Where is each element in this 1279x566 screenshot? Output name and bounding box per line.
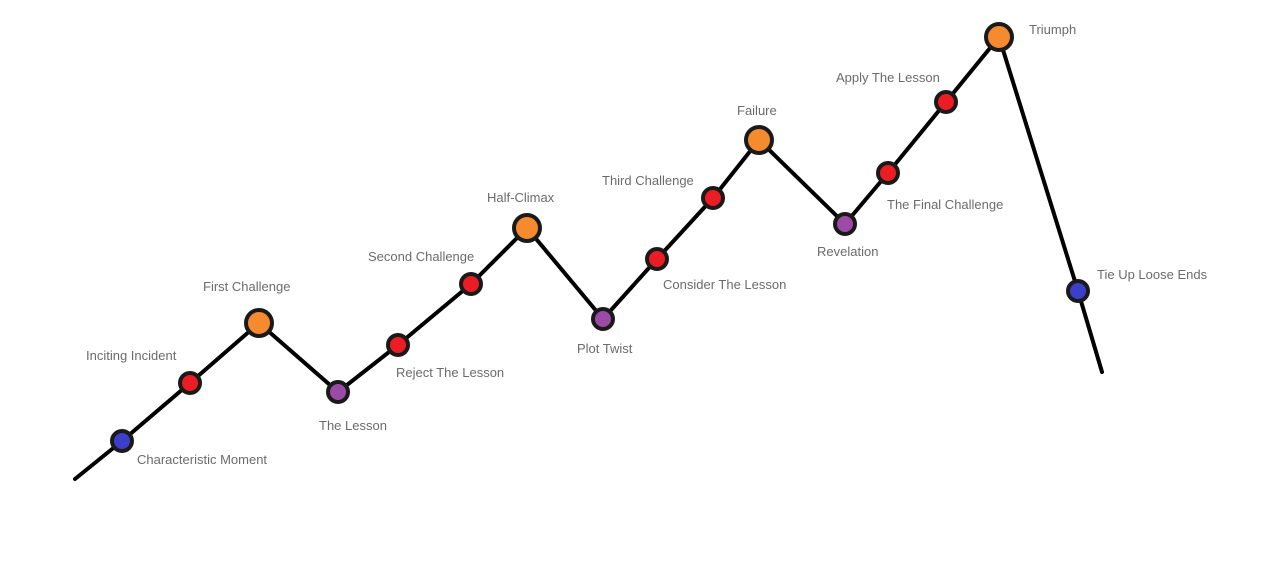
revelation-label: Revelation bbox=[817, 244, 879, 259]
triumph-label: Triumph bbox=[1029, 22, 1077, 37]
apply-the-lesson-label: Apply The Lesson bbox=[836, 70, 940, 85]
the-final-challenge-node bbox=[876, 161, 900, 185]
story-arc-line bbox=[73, 35, 1104, 481]
the-final-challenge-label: The Final Challenge bbox=[887, 197, 1004, 212]
the-lesson-label: The Lesson bbox=[319, 418, 387, 433]
third-challenge-label: Third Challenge bbox=[602, 173, 694, 188]
first-challenge-node bbox=[244, 308, 274, 338]
plot-twist-label: Plot Twist bbox=[577, 341, 633, 356]
reject-the-lesson-node bbox=[386, 333, 410, 357]
reject-the-lesson-label: Reject The Lesson bbox=[396, 365, 505, 380]
characteristic-moment-node bbox=[110, 429, 134, 453]
tie-up-loose-ends-label: Tie Up Loose Ends bbox=[1097, 267, 1208, 282]
plot-twist-node bbox=[591, 307, 615, 331]
third-challenge-node bbox=[701, 186, 725, 210]
half-climax-label: Half-Climax bbox=[487, 190, 555, 205]
first-challenge-label: First Challenge bbox=[203, 279, 291, 294]
story-beat-nodes bbox=[110, 22, 1090, 453]
characteristic-moment-label: Characteristic Moment bbox=[137, 452, 268, 467]
second-challenge-label: Second Challenge bbox=[368, 249, 475, 264]
inciting-incident-node bbox=[178, 371, 202, 395]
half-climax-node bbox=[512, 213, 542, 243]
triumph-node bbox=[984, 22, 1014, 52]
second-challenge-node bbox=[459, 272, 483, 296]
failure-label: Failure bbox=[737, 103, 777, 118]
consider-the-lesson-label: Consider The Lesson bbox=[663, 277, 787, 292]
failure-node bbox=[744, 125, 774, 155]
inciting-incident-label: Inciting Incident bbox=[86, 348, 177, 363]
revelation-node bbox=[833, 212, 857, 236]
the-lesson-node bbox=[326, 380, 350, 404]
consider-the-lesson-node bbox=[645, 247, 669, 271]
tie-up-loose-ends-node bbox=[1066, 279, 1090, 303]
apply-the-lesson-node bbox=[934, 90, 958, 114]
